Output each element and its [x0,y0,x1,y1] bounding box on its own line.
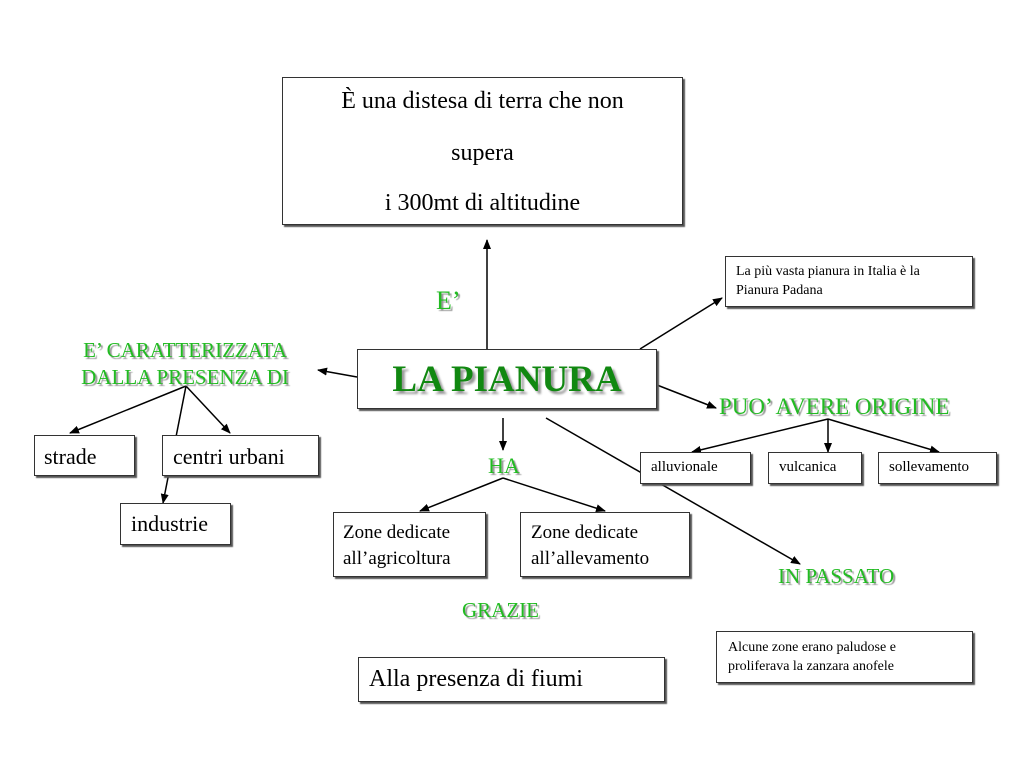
thanks-box-label: Alla presenza di fiumi [369,666,583,692]
fact-box: La più vasta pianura in Italia è la Pian… [725,256,973,307]
item-agricoltura-line-1: Zone dedicate [343,522,451,543]
definition-line-1: È una distesa di terra che non [341,88,624,114]
item-strade-label: strade [44,444,97,469]
item-industrie-label: industrie [131,511,208,536]
item-allevamento-line-1: Zone dedicate [531,522,639,543]
connector-past: IN PASSATO [778,564,895,588]
arrow-to-alluvionale [691,418,829,454]
item-industrie: industrie [120,503,231,545]
item-agricoltura: Zone dedicate all’agricoltura [333,512,486,577]
item-allevamento-line-2: all’allevamento [531,548,650,569]
past-box: Alcune zone erano paludose e proliferava… [716,631,973,683]
item-sollevamento: sollevamento [878,452,997,484]
arrow-title-to-fact [639,297,723,350]
arrow-title-to-origin [656,384,717,409]
past-line-2: proliferava la zanzara anofele [728,659,894,674]
connector-has: HA [488,453,520,478]
connector-origin: PUO’ AVERE ORIGINE [719,394,950,419]
definition-box: È una distesa di terra che non supera i … [282,77,683,225]
connector-e: E’ [436,286,461,315]
item-alluvionale-label: alluvionale [651,459,718,475]
item-centri-urbani-label: centri urbani [173,444,285,469]
item-allevamento: Zone dedicate all’allevamento [520,512,690,577]
connector-thanks: GRAZIE [462,598,539,622]
fact-line-2: Pianura Padana [736,283,823,298]
arrow-to-sollevamento [827,418,940,454]
arrow-to-strade [69,385,187,434]
connector-characterized-line-1: E’ CARATTERIZZATA [83,338,287,362]
item-agricoltura-line-2: all’agricoltura [343,548,451,569]
title-box: LA PIANURA [357,349,657,409]
fact-line-1: La più vasta pianura in Italia è la [736,264,920,279]
arrow-to-allevamento [502,477,606,513]
arrow-to-centri-urbani [185,385,231,434]
item-vulcanica: vulcanica [768,452,862,484]
definition-line-3: i 300mt di altitudine [384,190,581,216]
past-line-1: Alcune zone erano paludose e [728,640,896,655]
connector-characterized-line-2: DALLA PRESENZA DI [81,365,289,389]
definition-line-2: supera [451,140,514,166]
arrow-to-agricoltura [419,477,504,512]
arrow-title-to-characterized [317,367,358,378]
connector-characterized: E’ CARATTERIZZATA DALLA PRESENZA DI [50,335,320,389]
item-centri-urbani: centri urbani [162,435,319,476]
item-alluvionale: alluvionale [640,452,751,484]
item-vulcanica-label: vulcanica [779,459,837,475]
item-sollevamento-label: sollevamento [889,459,969,475]
thanks-box: Alla presenza di fiumi [358,657,665,702]
item-strade: strade [34,435,135,476]
page-title: LA PIANURA [392,359,622,400]
